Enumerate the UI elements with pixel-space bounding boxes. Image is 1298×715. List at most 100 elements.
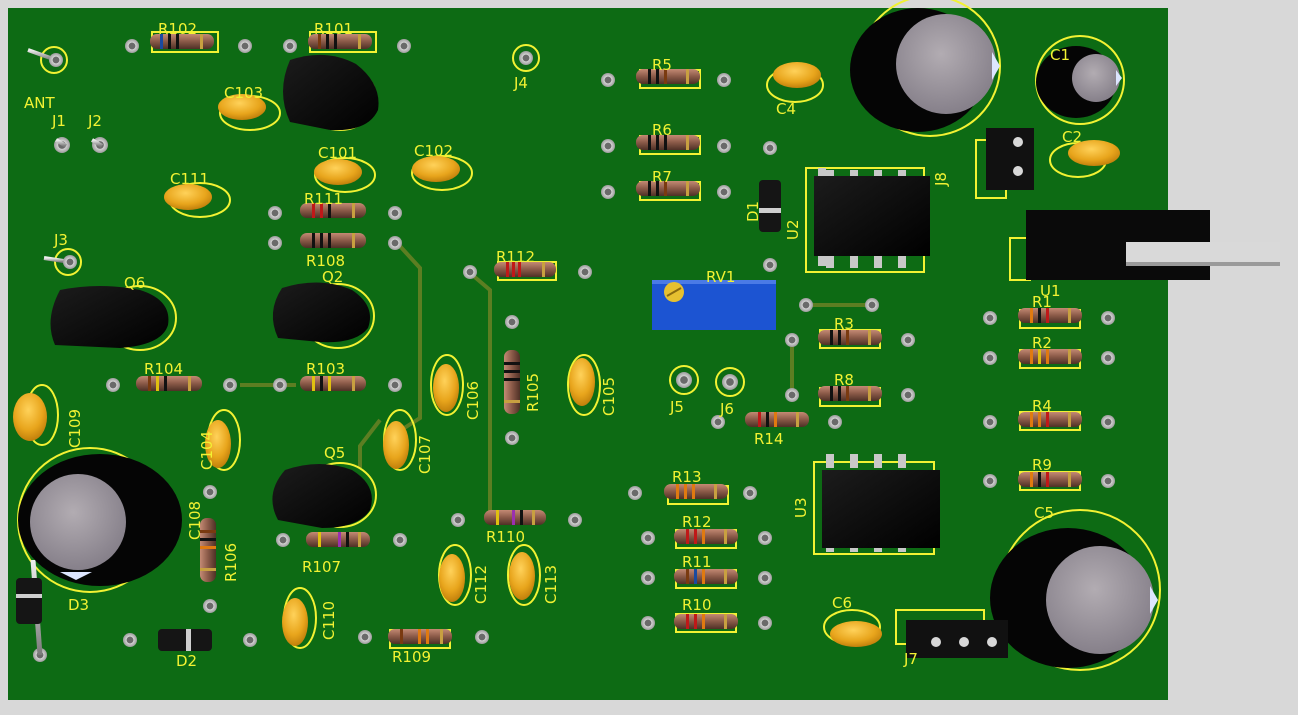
- transistor-q6: [50, 286, 169, 348]
- label-r13: R13: [672, 468, 702, 486]
- integrated-circuits: [814, 168, 940, 552]
- label-r107: R107: [302, 558, 341, 576]
- label-r3: R3: [834, 315, 854, 333]
- label-c2: C2: [1062, 128, 1082, 146]
- resistor-r107: [283, 532, 400, 547]
- resistor-r111: [275, 203, 395, 218]
- transistor-q2: [272, 282, 370, 343]
- label-ant: ANT: [24, 94, 55, 112]
- label-r10: R10: [682, 596, 712, 614]
- test-points: [27, 46, 738, 390]
- ic-u2: [814, 168, 930, 268]
- resistor-r5: [608, 69, 724, 84]
- resistor-r1: [990, 308, 1108, 323]
- label-r108: R108: [306, 252, 345, 270]
- capacitor-c107: [383, 421, 409, 469]
- ceramic-capacitors: [13, 62, 1120, 647]
- label-c111: C111: [170, 170, 209, 188]
- resistor-r106: [200, 492, 216, 606]
- label-c1: C1: [1050, 46, 1070, 64]
- resistor-r103: [280, 376, 395, 391]
- transistors: [50, 54, 379, 528]
- capacitor-c6: [830, 621, 882, 647]
- label-u1: U1: [1040, 282, 1061, 300]
- label-c110: C110: [320, 601, 338, 640]
- header-j7: [906, 620, 1008, 658]
- label-r8: R8: [834, 371, 854, 389]
- ic-u3: [822, 454, 940, 552]
- resistors: [113, 34, 1108, 644]
- diode-d2: [130, 629, 250, 651]
- resistor-r12: [648, 529, 765, 544]
- transistor-q101: [283, 54, 379, 131]
- label-c5: C5: [1034, 504, 1054, 522]
- resistor-r105: [504, 322, 520, 438]
- label-r11: R11: [682, 553, 712, 571]
- label-c105: C105: [600, 377, 618, 416]
- reference-designators: R102 R101 J4 R5 C4 C1 ANT J1 J2 C103 R6 …: [24, 20, 1082, 670]
- resistor-r102: [132, 34, 245, 49]
- diodes: [16, 148, 781, 656]
- label-c108: C108: [186, 501, 204, 540]
- trimpot-rv1: [652, 280, 776, 330]
- electrolytic-capacitors: [18, 8, 1158, 668]
- label-r109: R109: [392, 648, 431, 666]
- copper-traces: [240, 242, 870, 518]
- label-r1: R1: [1032, 293, 1052, 311]
- label-c102: C102: [414, 142, 453, 160]
- label-j1: J1: [51, 112, 66, 130]
- resistor-r8: [792, 386, 908, 401]
- resistor-r10: [648, 614, 765, 629]
- label-r106: R106: [222, 543, 240, 582]
- label-d2: D2: [176, 652, 197, 670]
- resistor-r4: [990, 412, 1108, 427]
- label-j8: J8: [932, 172, 950, 187]
- label-q5: Q5: [324, 444, 345, 462]
- capacitor-c102: [412, 156, 460, 182]
- connectors: [906, 128, 1034, 658]
- label-j5: J5: [669, 398, 684, 416]
- label-r2: R2: [1032, 334, 1052, 352]
- label-u2: U2: [784, 219, 802, 240]
- capacitor-c109: [13, 393, 47, 441]
- capacitor-c4: [773, 62, 821, 88]
- resistor-r14: [718, 412, 835, 427]
- label-r112: R112: [496, 248, 535, 266]
- transistor-q5: [272, 464, 372, 528]
- label-j6: J6: [719, 400, 734, 418]
- label-r14: R14: [754, 430, 784, 448]
- label-j2: J2: [87, 112, 102, 130]
- label-c107: C107: [416, 435, 434, 474]
- label-c6: C6: [832, 594, 852, 612]
- pcb-board: [8, 8, 1168, 700]
- label-q6: Q6: [124, 274, 145, 292]
- capacitor-c5: [990, 528, 1158, 668]
- label-c113: C113: [542, 565, 560, 604]
- resistor-r109: [365, 629, 482, 644]
- label-c109: C109: [66, 409, 84, 448]
- capacitor-c111: [164, 184, 212, 210]
- diode-d1: [759, 148, 781, 265]
- label-r102: R102: [158, 20, 197, 38]
- capacitor-c106: [433, 364, 459, 412]
- label-r101: R101: [314, 20, 353, 38]
- label-r12: R12: [682, 513, 712, 531]
- label-r111: R111: [304, 190, 343, 208]
- capacitor-c104: [205, 420, 231, 468]
- capacitor-c112: [439, 554, 465, 602]
- resistor-r2: [990, 349, 1108, 364]
- label-r104: R104: [144, 360, 183, 378]
- capacitor-c103: [218, 94, 266, 120]
- capacitor-c105: [569, 358, 595, 406]
- resistor-r101: [290, 34, 404, 49]
- label-c112: C112: [472, 565, 490, 604]
- label-rv1: RV1: [706, 268, 735, 286]
- regulator-u1: [1026, 210, 1280, 280]
- label-u3: U3: [792, 497, 810, 518]
- label-r7: R7: [652, 168, 672, 186]
- capacitor-c113: [509, 552, 535, 600]
- resistor-r3: [792, 330, 908, 345]
- label-j7: J7: [903, 650, 918, 668]
- label-r103: R103: [306, 360, 345, 378]
